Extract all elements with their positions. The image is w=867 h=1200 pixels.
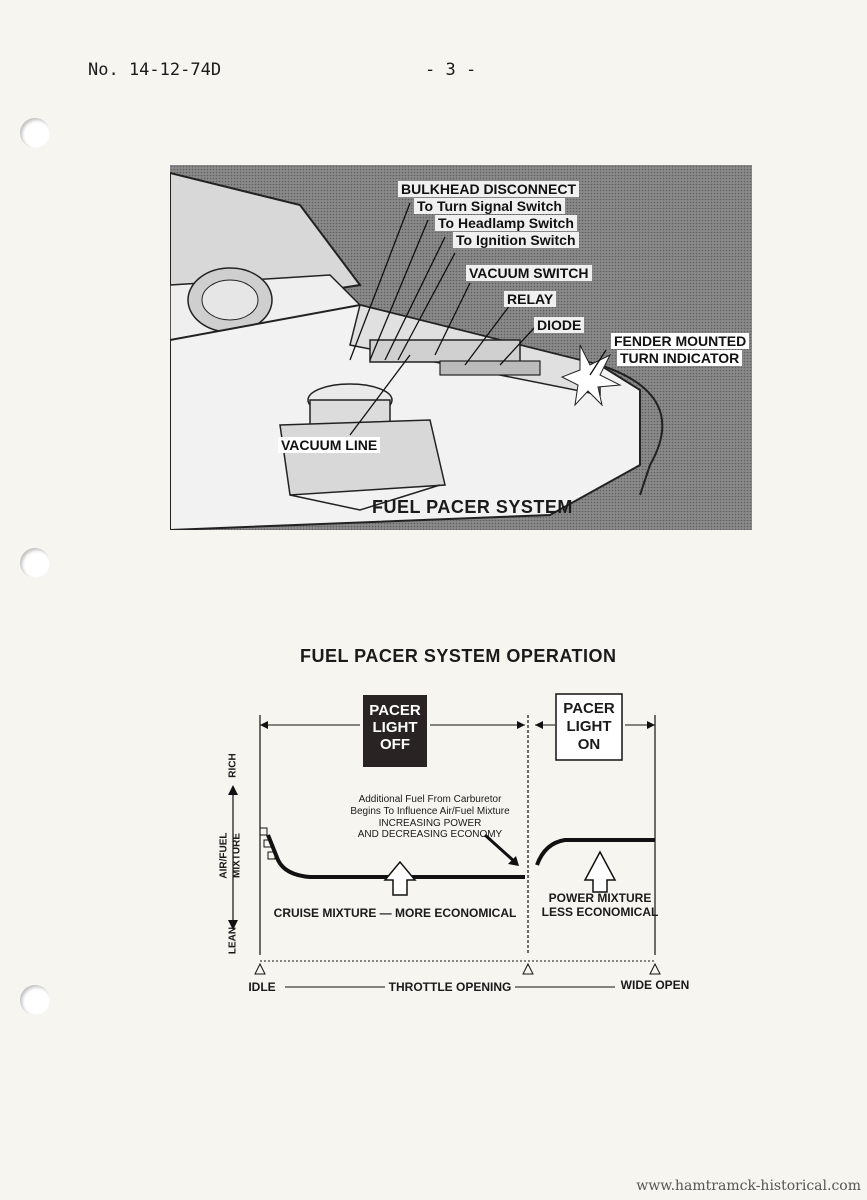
binder-hole-middle — [20, 548, 50, 578]
x-axis-idle: IDLE — [248, 980, 276, 994]
y-axis-lean: LEAN — [227, 926, 239, 955]
watermark: www.hamtramck-historical.com — [636, 1178, 861, 1194]
callout-ignition: To Ignition Switch — [453, 232, 579, 248]
y-axis-label-1: AIR/FUEL — [218, 832, 230, 879]
callout-turn-indicator: TURN INDICATOR — [617, 350, 743, 366]
pacer-off-line-3: OFF — [380, 736, 410, 753]
binder-hole-bottom — [20, 985, 50, 1015]
pacer-off-line-2: LIGHT — [372, 719, 418, 736]
operation-chart-title: FUEL PACER SYSTEM OPERATION — [300, 646, 617, 666]
callout-vacuum-switch: VACUUM SWITCH — [466, 265, 592, 281]
annotation-line-4: AND DECREASING ECONOMY — [357, 829, 503, 840]
annotation-line-1: Additional Fuel From Carburetor — [358, 794, 502, 805]
y-axis-rich: RICH — [227, 753, 239, 778]
operation-chart-graphic — [228, 693, 661, 988]
callout-bulkhead-disconnect: BULKHEAD DISCONNECT — [398, 181, 579, 197]
pacer-on-line-1: PACER — [563, 700, 615, 717]
callout-relay: RELAY — [504, 291, 557, 307]
pacer-off-line-1: PACER — [369, 702, 421, 719]
pacer-on-line-2: LIGHT — [566, 718, 612, 735]
page-number: - 3 - — [425, 60, 477, 80]
cruise-mixture-label: CRUISE MIXTURE — MORE ECONOMICAL — [273, 906, 517, 920]
callout-vacuum-line: VACUUM LINE — [278, 437, 381, 453]
fuel-pacer-illustration: BULKHEAD DISCONNECT To Turn Signal Switc… — [170, 165, 752, 530]
pacer-on-line-3: ON — [577, 736, 601, 753]
illustration-title: FUEL PACER SYSTEM — [372, 497, 573, 517]
callout-turn-signal: To Turn Signal Switch — [414, 198, 565, 214]
operation-chart: PACER LIGHT OFF PACER LIGHT ON RICH AIR/… — [200, 680, 720, 1010]
y-axis-label-2: MIXTURE — [231, 833, 243, 878]
annotation-line-3: INCREASING POWER — [378, 818, 482, 829]
callout-diode: DIODE — [534, 317, 585, 333]
x-axis-wide-open: WIDE OPEN — [620, 978, 690, 992]
power-mixture-label-1: POWER MIXTURE — [548, 891, 652, 905]
binder-hole-top — [20, 118, 50, 148]
callout-headlamp: To Headlamp Switch — [435, 215, 577, 231]
annotation-line-2: Begins To Influence Air/Fuel Mixture — [350, 806, 510, 817]
power-mixture-label-2: LESS ECONOMICAL — [541, 905, 659, 919]
x-axis-throttle-opening: THROTTLE OPENING — [388, 980, 512, 994]
callout-fender-mounted: FENDER MOUNTED — [611, 333, 750, 349]
document-number: No. 14-12-74D — [88, 60, 222, 80]
